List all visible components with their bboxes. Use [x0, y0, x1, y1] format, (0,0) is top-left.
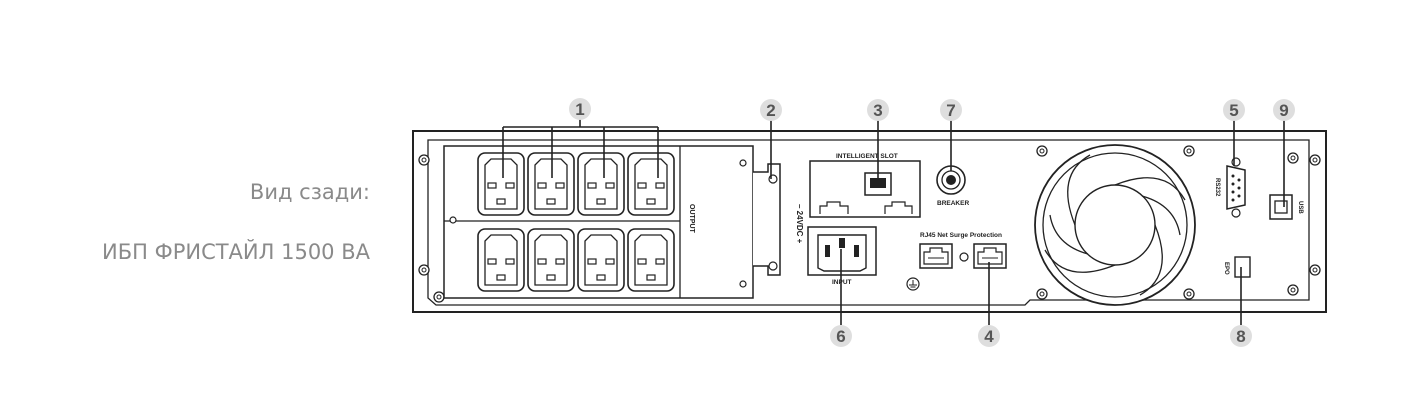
callout-3: 3 — [867, 99, 889, 121]
svg-text:7: 7 — [946, 101, 955, 120]
output-outlet-icon — [577, 228, 625, 292]
screw-icon — [1036, 288, 1048, 300]
svg-text:1: 1 — [575, 100, 584, 119]
caption-view-title: Вид сзади: — [249, 180, 370, 204]
svg-text:5: 5 — [1229, 101, 1238, 120]
dc-port: – 24VDC + — [753, 163, 804, 276]
rj45-label: RJ45 Net Surge Protection — [920, 232, 1002, 239]
rj45-surge-protection: RJ45 Net Surge Protection — [906, 232, 1007, 291]
breaker: BREAKER — [936, 165, 969, 207]
screw-icon — [1183, 288, 1195, 300]
output-panel: OUTPUT — [443, 145, 754, 299]
svg-text:3: 3 — [873, 101, 882, 120]
dc-label: – 24VDC + — [795, 204, 804, 244]
epo-label: EPO — [1223, 262, 1229, 275]
screw-icon — [418, 264, 430, 276]
output-outlet-icon — [527, 152, 575, 216]
screw-icon — [1036, 145, 1048, 157]
svg-text:4: 4 — [984, 327, 994, 346]
output-outlet-icon — [577, 152, 625, 216]
output-outlet-icon — [527, 228, 575, 292]
callout-5: 5 — [1223, 99, 1245, 121]
epo-port: EPO — [1223, 256, 1251, 278]
callout-leaders — [502, 119, 1285, 325]
output-outlet-icon — [477, 228, 525, 292]
intelligent-slot: INTELLIGENT SLOT — [809, 153, 921, 218]
callout-2: 2 — [760, 99, 782, 121]
svg-text:6: 6 — [836, 327, 845, 346]
output-label: OUTPUT — [688, 204, 695, 234]
output-outlet-icon — [477, 152, 525, 216]
screw-icon — [418, 154, 430, 166]
intelligent-slot-label: INTELLIGENT SLOT — [836, 153, 898, 160]
rs232-port: RS232 — [1214, 157, 1246, 218]
callout-6: 6 — [830, 325, 852, 347]
breaker-label: BREAKER — [937, 200, 969, 207]
rj45-port-icon — [973, 243, 1007, 269]
callout-8: 8 — [1230, 325, 1252, 347]
callout-1: 1 — [569, 98, 591, 120]
screw-icon — [1309, 154, 1321, 166]
callout-4: 4 — [978, 325, 1000, 347]
svg-text:2: 2 — [766, 101, 775, 120]
rj45-port-icon — [919, 243, 953, 269]
screw-icon — [433, 291, 445, 303]
usb-label: USB — [1297, 201, 1303, 214]
callout-9: 9 — [1273, 99, 1295, 121]
screw-icon — [1287, 152, 1299, 164]
screw-icon — [1309, 264, 1321, 276]
rs232-label: RS232 — [1214, 178, 1220, 197]
screw-icon — [1287, 284, 1299, 296]
callout-7: 7 — [940, 99, 962, 121]
output-outlet-icon — [627, 152, 675, 216]
svg-text:9: 9 — [1279, 101, 1288, 120]
svg-text:8: 8 — [1236, 327, 1245, 346]
caption-model-name: ИБП ФРИСТАЙЛ 1500 ВА — [102, 240, 370, 264]
screw-icon — [1183, 145, 1195, 157]
cooling-fan-icon — [1034, 144, 1196, 306]
ground-icon — [906, 277, 920, 291]
output-outlet-icon — [627, 228, 675, 292]
